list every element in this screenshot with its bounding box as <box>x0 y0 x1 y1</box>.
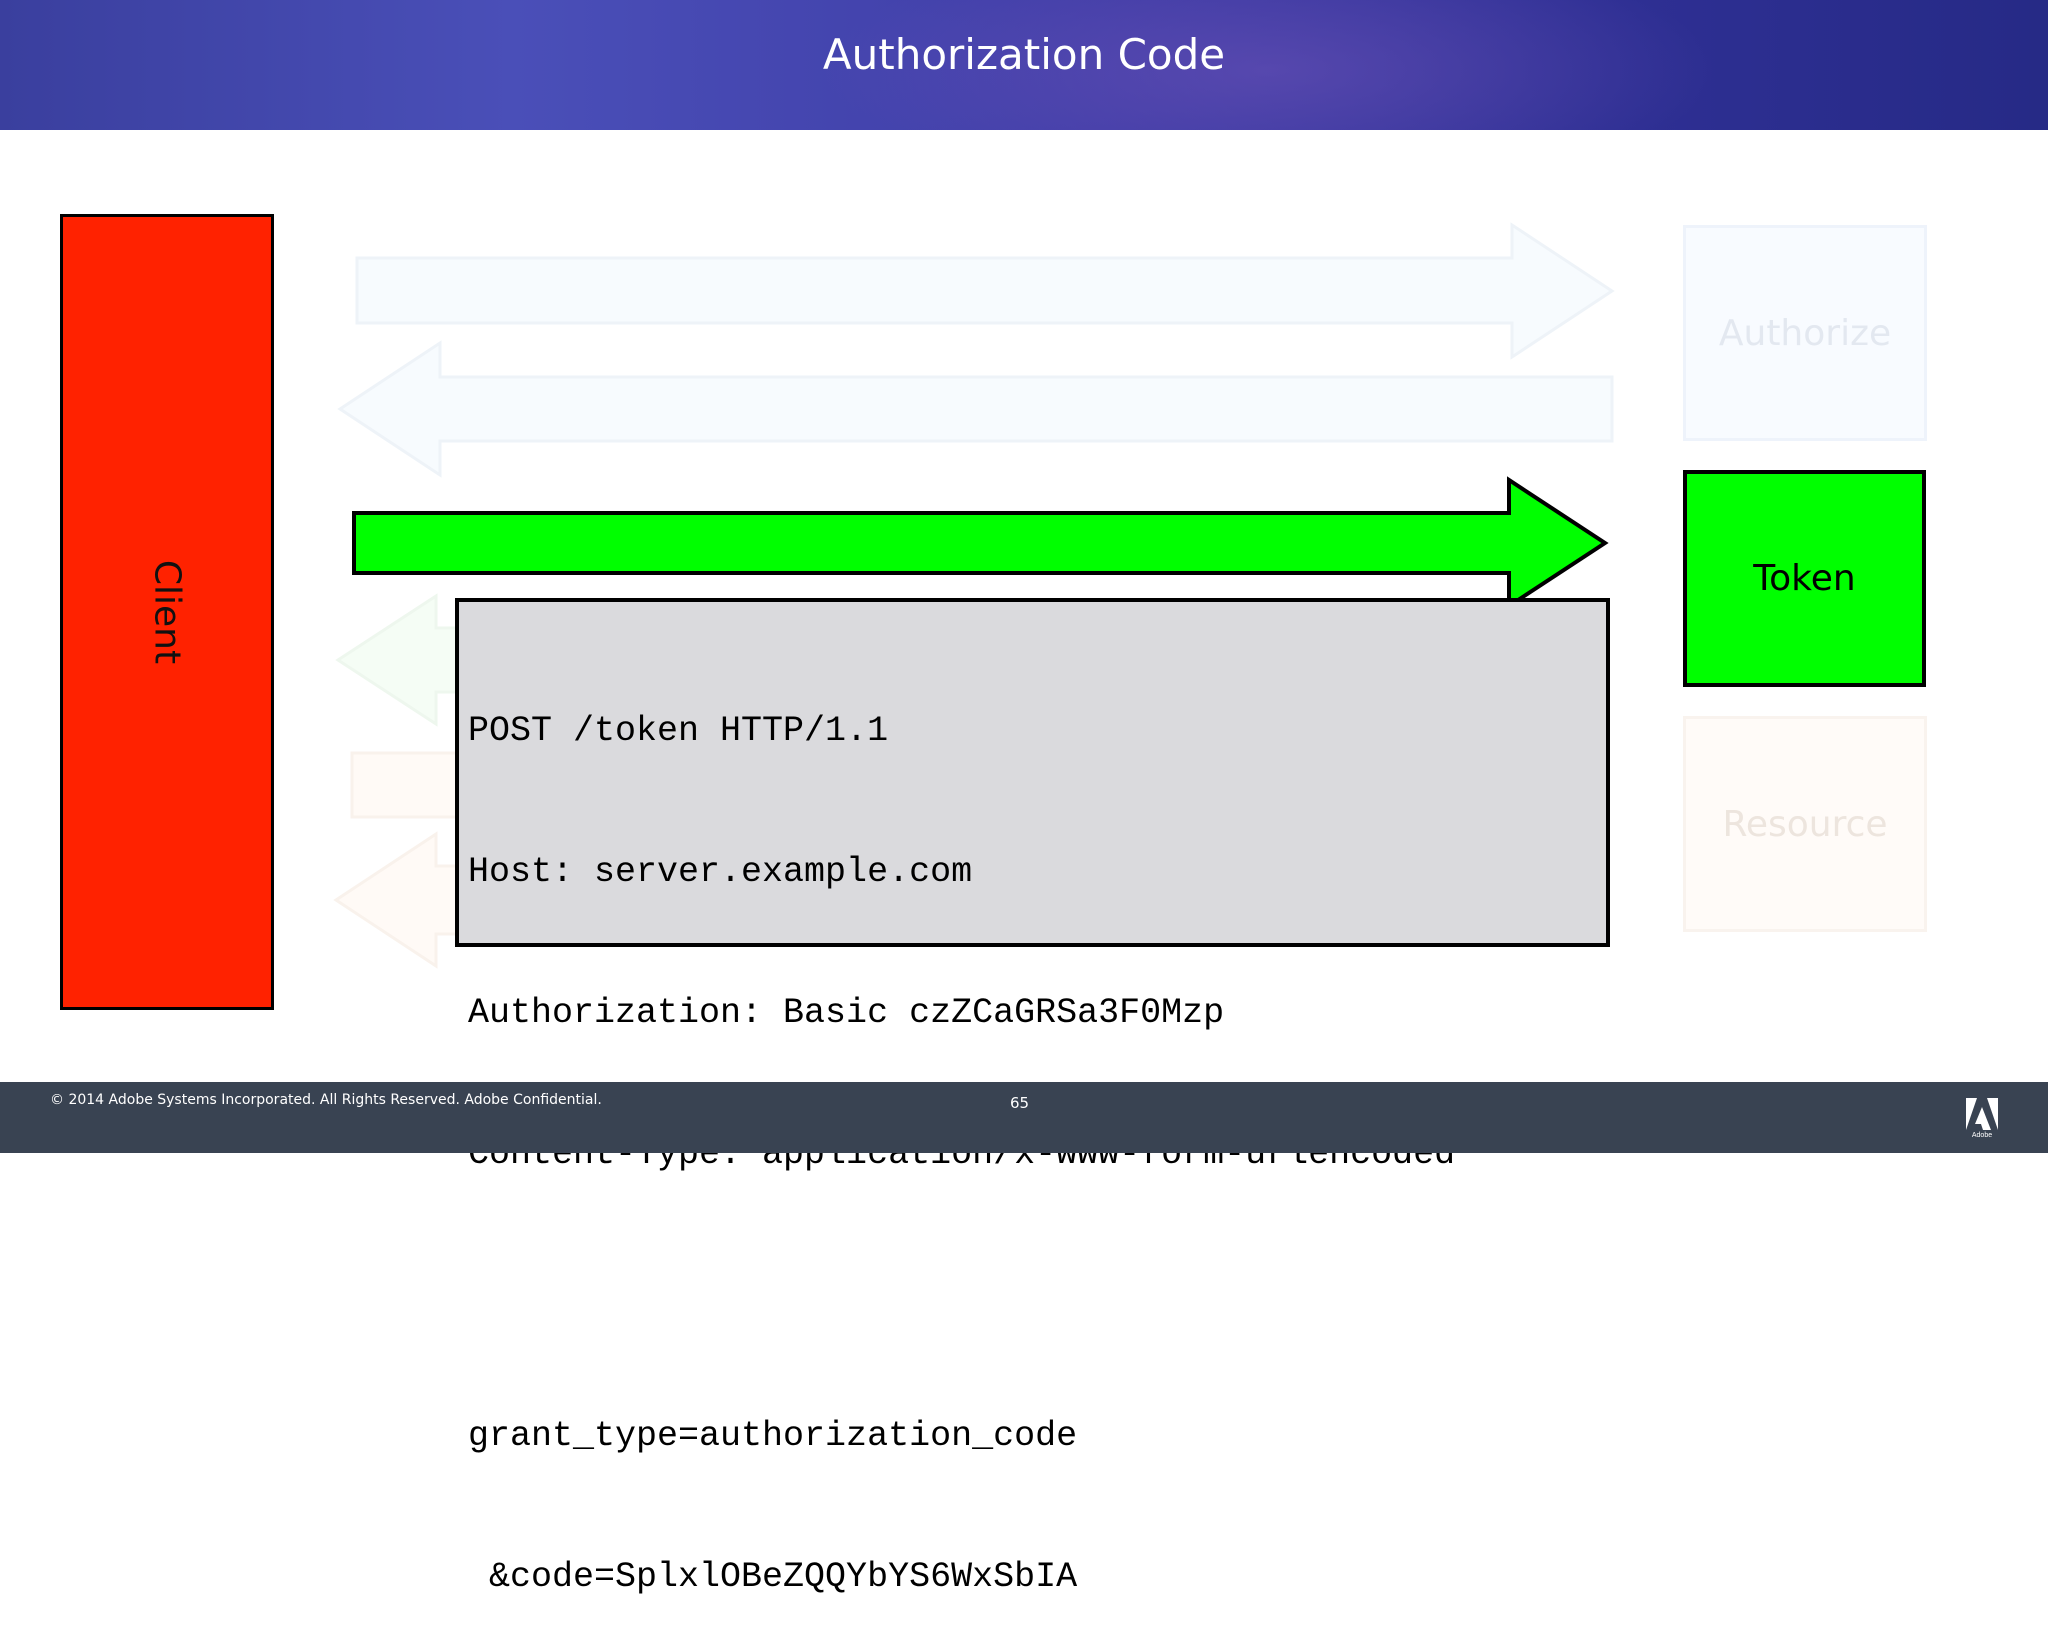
request-line: POST /token HTTP/1.1 <box>468 711 889 751</box>
svg-text:Adobe: Adobe <box>1972 1132 1992 1138</box>
copyright-text: © 2014 Adobe Systems Incorporated. All R… <box>50 1092 602 1108</box>
token-server-box: Token <box>1683 470 1926 687</box>
request-body-code: &code=SplxlOBeZQQYbYS6WxSbIA <box>468 1557 1078 1597</box>
resource-server-box: Resource <box>1683 716 1927 932</box>
request-blank-line <box>468 1272 1606 1319</box>
slide-title: Authorization Code <box>822 30 1226 79</box>
authorize-label: Authorize <box>1718 312 1892 354</box>
arrow-resource-request <box>350 751 472 819</box>
authorize-server-box: Authorize <box>1683 225 1927 441</box>
arrow-authorize-request <box>355 222 1615 360</box>
slide-header: Authorization Code <box>0 0 2048 130</box>
request-body-grant-type: grant_type=authorization_code <box>468 1416 1078 1456</box>
resource-label: Resource <box>1722 803 1888 845</box>
token-label: Token <box>1753 558 1856 599</box>
token-request-code: POST /token HTTP/1.1 Host: server.exampl… <box>455 598 1610 1597</box>
page-number: 65 <box>1010 1094 1030 1112</box>
client-box: Client <box>60 214 274 1010</box>
header-glow <box>819 0 1720 130</box>
request-auth-header: Authorization: Basic czZCaGRSa3F0Mzp <box>468 993 1225 1033</box>
adobe-logo-icon: Adobe <box>1966 1098 1998 1138</box>
slide-footer: © 2014 Adobe Systems Incorporated. All R… <box>0 1082 2048 1153</box>
arrow-authorize-response <box>337 340 1614 478</box>
request-host-header: Host: server.example.com <box>468 852 973 892</box>
arrow-token-request <box>352 476 1609 610</box>
